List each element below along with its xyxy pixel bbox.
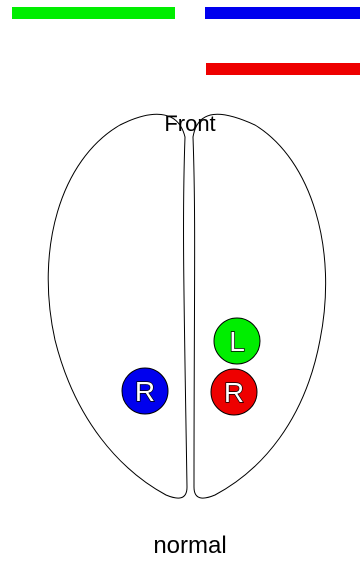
marker-green-letter: L [229,326,245,357]
marker-blue-letter: R [135,376,155,407]
marker-red-circle [210,368,258,416]
marker-green-circle [213,317,261,365]
marker-red-letter: R [224,377,244,408]
legend-bar-red [206,63,360,75]
legend-bar-green [12,7,175,19]
front-label: Front [164,111,215,136]
caption-normal: normal [153,532,226,559]
right-hemisphere-outline [192,113,327,499]
marker-green-L: L [213,317,261,365]
legend-bar-blue [205,7,360,19]
left-hemisphere-outline [47,113,188,499]
marker-blue-R: R [121,367,169,415]
marker-blue-circle [121,367,169,415]
marker-red-R: R [210,368,258,416]
